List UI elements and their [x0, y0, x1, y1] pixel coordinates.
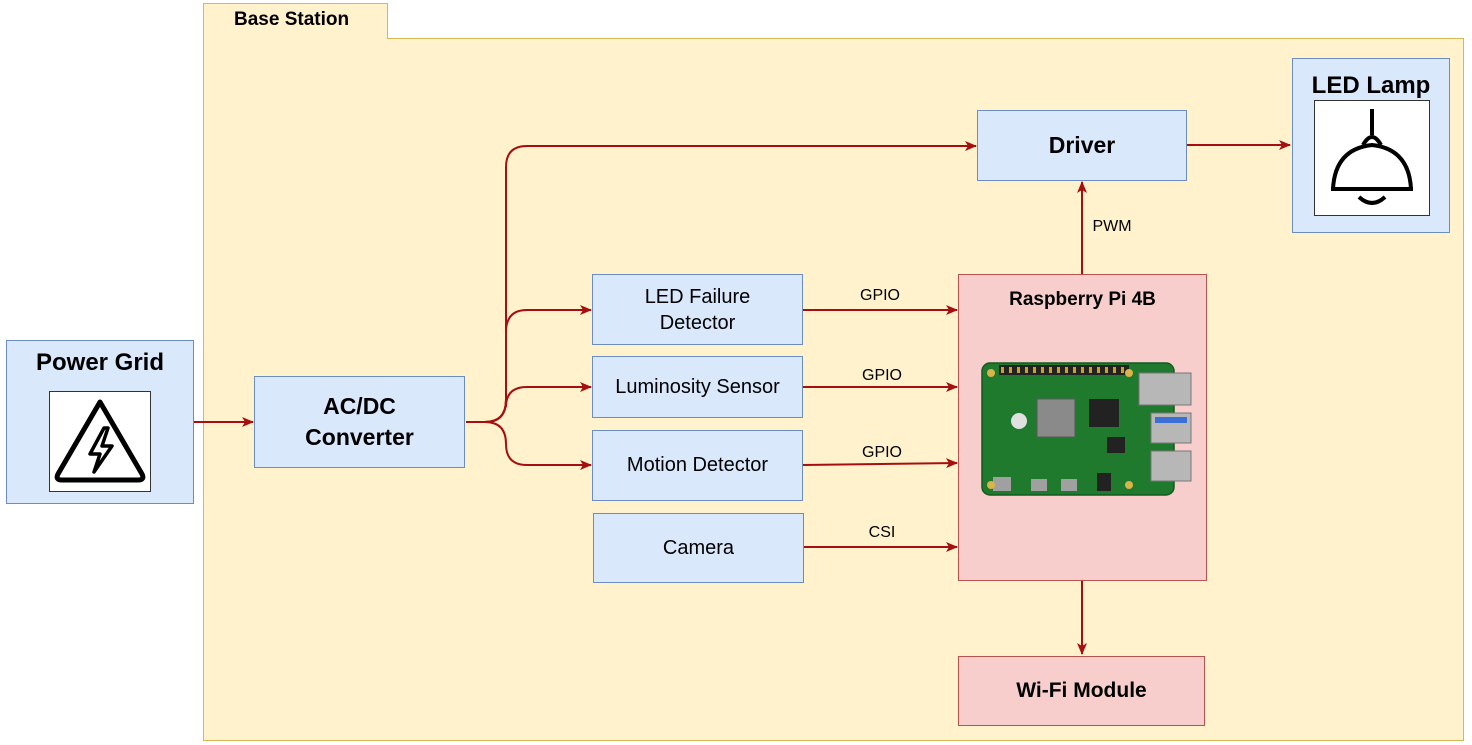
- base-station-label: Base Station: [203, 3, 388, 39]
- power-grid-node: Power Grid: [6, 340, 194, 504]
- motion-detector-node: Motion Detector: [592, 430, 803, 501]
- acdc-converter-node: AC/DC Converter: [254, 376, 465, 468]
- camera-label: Camera: [662, 536, 735, 559]
- edge-label-gpio-failure: GPIO: [859, 287, 901, 304]
- led-failure-detector-node: LED Failure Detector: [592, 274, 803, 345]
- edge-label-gpio-luminosity: GPIO: [861, 367, 903, 384]
- edge-label-pwm: PWM: [1092, 218, 1132, 235]
- wifi-module-label: Wi-Fi Module: [1016, 679, 1147, 702]
- driver-node: Driver: [977, 110, 1187, 181]
- power-grid-title: Power Grid: [35, 349, 165, 376]
- led-lamp-title: LED Lamp: [1311, 72, 1431, 99]
- led-lamp-node: LED Lamp: [1292, 58, 1450, 233]
- raspberry-pi-title: Raspberry Pi 4B: [1009, 289, 1156, 310]
- motion-detector-label: Motion Detector: [626, 454, 769, 476]
- luminosity-sensor-label: Luminosity Sensor: [615, 375, 780, 398]
- camera-node: Camera: [593, 513, 804, 583]
- ceiling-lamp-icon: [1314, 100, 1430, 216]
- luminosity-sensor-node: Luminosity Sensor: [592, 356, 803, 418]
- edge-label-csi: CSI: [868, 524, 896, 541]
- wifi-module-node: Wi-Fi Module: [958, 656, 1205, 726]
- led-failure-detector-label: LED Failure Detector: [644, 285, 751, 334]
- edge-label-gpio-motion: GPIO: [861, 444, 903, 461]
- driver-label: Driver: [1048, 132, 1116, 158]
- acdc-converter-label: AC/DC Converter: [305, 393, 414, 450]
- raspberry-pi-board-image: [979, 359, 1197, 499]
- raspberry-pi-node: Raspberry Pi 4B: [958, 274, 1207, 581]
- high-voltage-warning-icon: [49, 391, 151, 492]
